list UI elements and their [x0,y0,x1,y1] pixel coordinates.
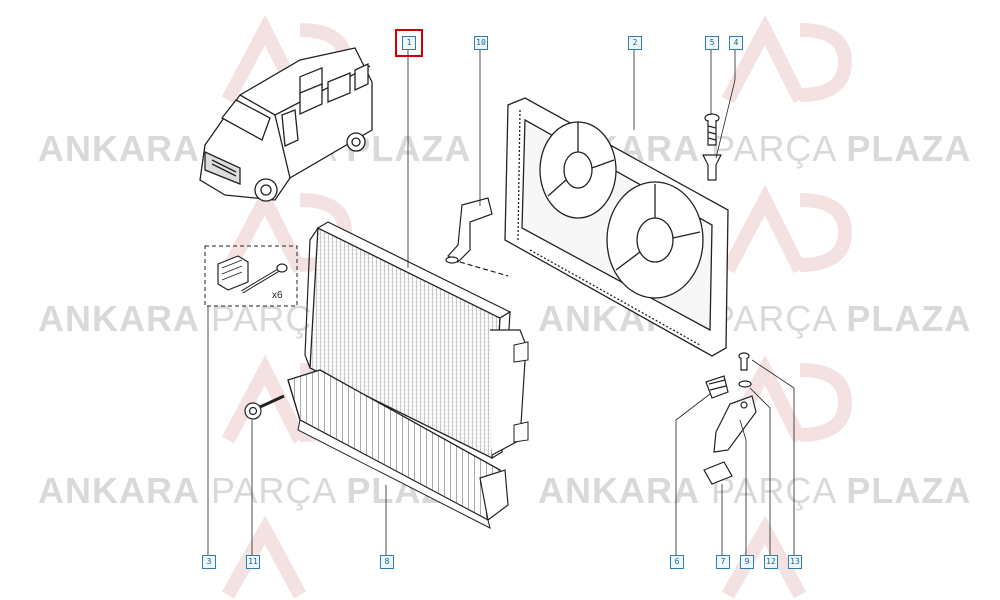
callout-1-highlighted: 1 [395,29,423,57]
callout-12: 12 [764,555,778,569]
clip-4-part [702,154,722,181]
van-illustration [199,47,373,202]
callout-9: 9 [740,555,754,569]
callout-6: 6 [670,555,684,569]
callout-3: 3 [202,555,216,569]
leader-lines [207,48,795,555]
screw-5-part [704,113,720,146]
bracket-9-part [713,395,757,453]
clip-7-part [703,461,733,485]
callout-2: 2 [628,36,642,50]
callout-10: 10 [474,36,488,50]
watermark-row-3-right: ANKARA PARÇA PLAZA [538,470,972,511]
bolt-11-part [244,394,285,420]
callout-8: 8 [380,555,394,569]
rubber-mount-6-part [705,375,729,399]
air-deflector-part [287,369,509,529]
bracket-10-part [445,197,509,277]
callout-13: 13 [788,555,802,569]
callout-7: 7 [716,555,730,569]
callout-5: 5 [705,36,719,50]
fan-frame-part [504,97,729,357]
kit-quantity-label: x6 [272,290,283,301]
bolt-13-part [738,352,750,371]
washer-12-part [738,380,752,388]
callout-4: 4 [729,36,743,50]
radiator-part [304,221,529,460]
fixing-kit-group [204,245,298,307]
callout-11: 11 [246,555,260,569]
